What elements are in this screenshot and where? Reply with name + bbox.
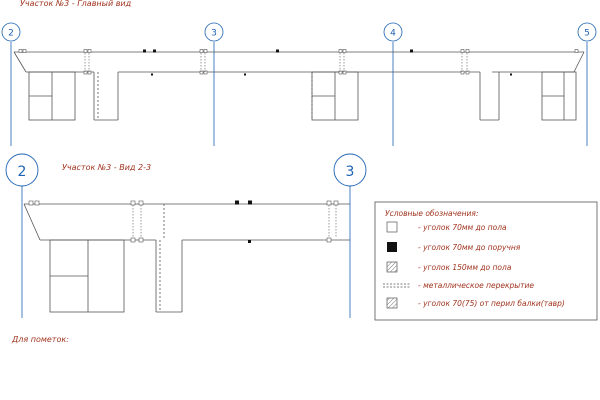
axis-marker-main-3[interactable]: 3 — [204, 22, 224, 42]
legend-item-text: - уголок 70мм до пола — [418, 223, 507, 232]
main-dashed-posts — [84, 53, 468, 72]
second-filled-angles — [235, 200, 252, 243]
main-filled-angles — [143, 49, 512, 76]
main-axis-markers: 2 3 4 5 — [1, 22, 597, 42]
axis-number: 2 — [8, 29, 14, 39]
notes-label: Для пометок: — [11, 335, 69, 344]
legend-dashed-lines-icon — [383, 283, 410, 288]
legend-title: Условные обозначения: — [385, 209, 478, 218]
axis-marker-second-3[interactable]: 3 — [333, 153, 367, 187]
second-view-structure — [23, 203, 350, 313]
legend: Условные обозначения: - уголок 70мм до п… — [374, 201, 598, 321]
second-empty-angles — [28, 200, 339, 243]
legend-filled-square-icon — [387, 242, 397, 252]
axis-marker-second-2[interactable]: 2 — [5, 153, 39, 187]
axis-number: 3 — [346, 164, 355, 180]
second-axis-markers: 2 3 — [5, 153, 367, 187]
legend-item-text: - уголок 150мм до пола — [418, 263, 512, 272]
main-view-structure — [13, 51, 585, 121]
main-view-title: Участок №3 - Главный вид — [20, 0, 132, 8]
axis-number: 4 — [390, 29, 396, 39]
main-empty-angles — [18, 49, 579, 75]
axis-number: 3 — [211, 29, 217, 39]
main-axis-lines — [10, 42, 588, 146]
legend-empty-square-icon — [386, 221, 398, 233]
axis-marker-main-4[interactable]: 4 — [383, 22, 403, 42]
legend-hatched-square-icon — [386, 261, 398, 273]
legend-item-text: - уголок 70мм до поручня — [418, 243, 521, 252]
legend-item-text: - металлическое перекрытие — [418, 281, 534, 290]
axis-number: 5 — [584, 29, 590, 39]
second-axis-lines — [21, 186, 351, 318]
axis-number: 2 — [18, 164, 27, 180]
legend-frame — [374, 201, 598, 321]
legend-item-text: - уголок 70(75) от перил балки(тавр) — [418, 299, 565, 308]
second-view-title: Участок №3 - Вид 2-3 — [62, 163, 151, 172]
axis-marker-main-2[interactable]: 2 — [1, 22, 21, 42]
second-dashed-posts — [132, 205, 337, 238]
axis-marker-main-5[interactable]: 5 — [577, 22, 597, 42]
legend-hatched-square-icon — [386, 297, 398, 309]
